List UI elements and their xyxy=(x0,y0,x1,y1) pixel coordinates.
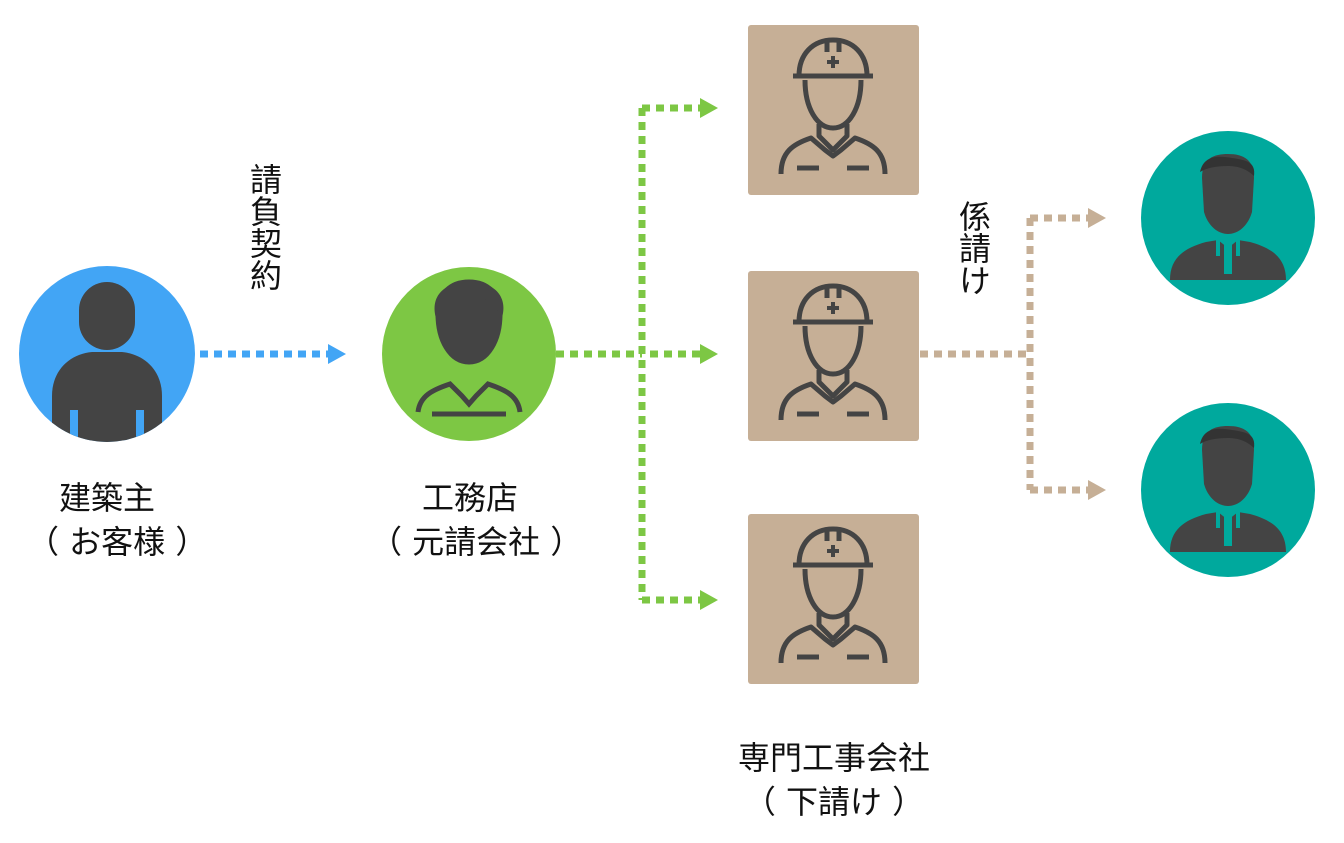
contract-arrow xyxy=(200,344,346,364)
contractor-subtitle: （ 元請会社 ） xyxy=(370,523,583,561)
contractor-label: 工務店 （ 元請会社 ） xyxy=(370,476,583,564)
contractor-branch-arrows xyxy=(556,98,718,610)
client-subtitle: （ お客様 ） xyxy=(27,523,208,561)
worker-icon xyxy=(415,279,523,417)
client-node xyxy=(19,266,195,442)
helmet-worker-icon xyxy=(778,283,888,421)
client-label: 建築主 （ お客様 ） xyxy=(27,476,208,564)
person-icon xyxy=(52,282,162,442)
specialty-subtitle: （ 下請け ） xyxy=(743,783,925,821)
specialty-name: 専門工事会社 xyxy=(737,739,930,777)
helmet-worker-icons xyxy=(778,37,888,664)
client-name: 建築主 xyxy=(58,479,155,517)
specialty-node-2 xyxy=(748,271,919,441)
helmet-worker-icon xyxy=(778,37,888,175)
helmet-worker-icon xyxy=(778,526,888,664)
specialty-node-3 xyxy=(748,514,919,684)
sub-edge-label: 係請け xyxy=(954,200,992,296)
contract-edge-label: 請負契約 xyxy=(245,163,283,291)
business-person-icon xyxy=(1170,426,1286,552)
business-person-icon xyxy=(1170,154,1286,280)
specialty-label: 専門工事会社 （ 下請け ） xyxy=(710,736,958,824)
contractor-node xyxy=(382,267,556,441)
specialty-node-1 xyxy=(748,25,919,195)
business-person-icons xyxy=(1170,154,1286,552)
sub-contract-arrows xyxy=(920,208,1106,500)
contractor-name: 工務店 xyxy=(421,479,518,517)
